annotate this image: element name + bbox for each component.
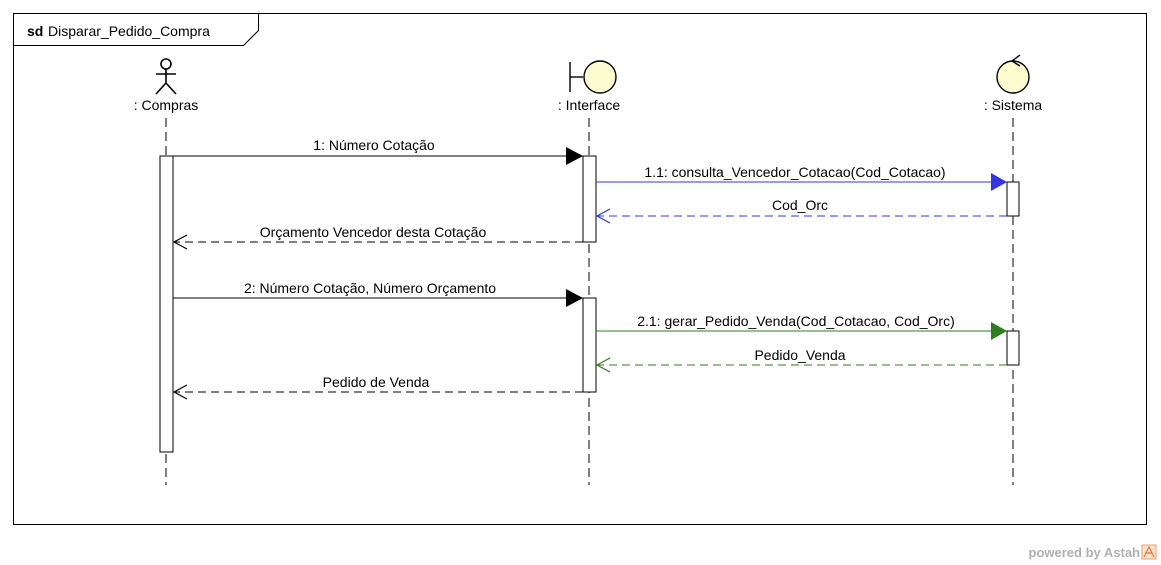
message-label: 1: Número Cotação <box>313 137 435 153</box>
lifeline-compras[interactable]: : Compras <box>134 58 199 485</box>
frame-tab <box>13 13 259 46</box>
message-label: Cod_Orc <box>772 197 828 213</box>
activation-bar <box>1006 330 1020 366</box>
lifeline-sistema[interactable]: : Sistema <box>984 54 1043 485</box>
message-label: 1.1: consulta_Vencedor_Cotacao(Cod_Cotac… <box>644 164 945 180</box>
open-arrowhead-icon <box>172 384 188 400</box>
reply-orcamento-vencedor[interactable]: Orçamento Vencedor desta Cotação <box>172 224 583 250</box>
frame-keyword: sd <box>27 23 43 39</box>
lifeline-label-compras: : Compras <box>134 97 199 113</box>
message-label: Pedido_Venda <box>754 347 845 363</box>
astah-logo-icon <box>1141 544 1157 560</box>
activation-bar <box>1006 181 1020 217</box>
frame-border <box>13 13 1147 525</box>
open-arrowhead-icon <box>595 357 611 373</box>
activation-bar <box>159 155 174 453</box>
message-label: Orçamento Vencedor desta Cotação <box>260 224 487 240</box>
actor-icon <box>155 58 177 95</box>
message-1[interactable]: 1: Número Cotação <box>173 137 583 165</box>
open-arrowhead-icon <box>595 208 611 224</box>
open-arrowhead-icon <box>172 234 188 250</box>
watermark-text: powered by Astah <box>1029 545 1141 560</box>
boundary-icon <box>569 60 617 94</box>
message-label: Pedido de Venda <box>323 374 430 390</box>
message-2-1[interactable]: 2.1: gerar_Pedido_Venda(Cod_Cotacao, Cod… <box>596 313 1007 340</box>
lifeline-interface[interactable]: : Interface <box>558 60 620 485</box>
reply-pedido-de-venda[interactable]: Pedido de Venda <box>172 374 583 400</box>
lifeline-label-interface: : Interface <box>558 97 620 113</box>
activation-bar <box>582 297 597 393</box>
message-2[interactable]: 2: Número Cotação, Número Orçamento <box>173 280 583 307</box>
watermark: powered by Astah <box>1029 544 1157 560</box>
reply-cod-orc[interactable]: Cod_Orc <box>595 197 1007 224</box>
lifeline-label-sistema: : Sistema <box>984 97 1043 113</box>
activation-bar <box>582 155 597 243</box>
filled-arrowhead-icon <box>991 173 1007 191</box>
frame-title: Disparar_Pedido_Compra <box>48 23 210 39</box>
filled-arrowhead-icon <box>566 147 583 165</box>
filled-arrowhead-icon <box>991 322 1007 340</box>
control-icon <box>996 54 1030 94</box>
reply-pedido-venda[interactable]: Pedido_Venda <box>595 347 1007 373</box>
filled-arrowhead-icon <box>566 289 583 307</box>
message-1-1[interactable]: 1.1: consulta_Vencedor_Cotacao(Cod_Cotac… <box>596 164 1007 191</box>
message-label: 2: Número Cotação, Número Orçamento <box>244 280 496 296</box>
message-label: 2.1: gerar_Pedido_Venda(Cod_Cotacao, Cod… <box>637 313 955 329</box>
